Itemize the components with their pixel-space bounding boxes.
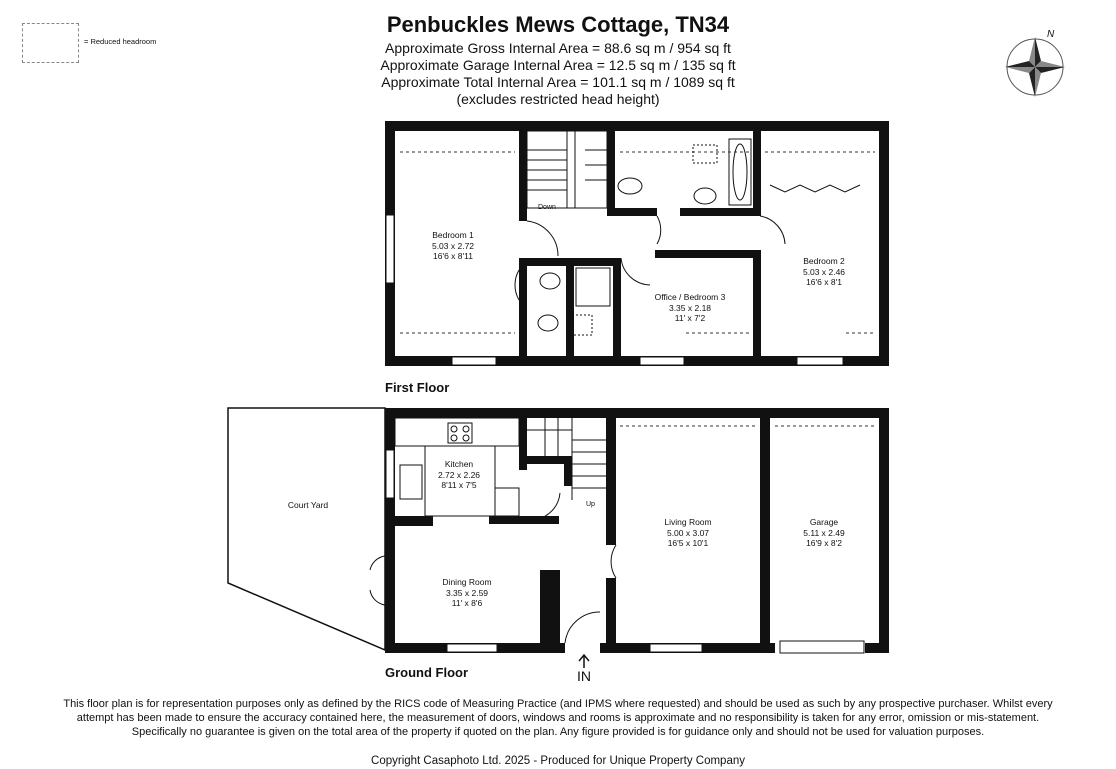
- room-imperial: 16'6 x 8'1: [806, 277, 842, 287]
- ground-floor-label: Ground Floor: [385, 665, 469, 680]
- room-metric: 2.72 x 2.26: [437, 469, 481, 480]
- room-name: Dining Room: [442, 577, 492, 587]
- room-name: Kitchen: [444, 459, 474, 469]
- entrance-label: IN: [577, 668, 591, 684]
- room-name: Living Room: [664, 517, 712, 527]
- entrance-arrow-icon: [578, 653, 590, 668]
- headroom-note: (excludes restricted head height): [456, 91, 660, 107]
- room-name: Bedroom 2: [803, 256, 845, 266]
- room-office-bedroom-3: Office / Bedroom 3 3.35 x 2.18 11' x 7'2: [655, 292, 726, 324]
- stair-up-label: Up: [586, 501, 595, 508]
- room-name: Garage: [809, 517, 839, 527]
- room-court-yard: Court Yard: [288, 500, 328, 511]
- room-imperial: 16'9 x 8'2: [806, 538, 842, 548]
- first-floor-label: First Floor: [385, 380, 450, 395]
- stair-down-label: Down: [538, 204, 556, 211]
- room-name: Bedroom 1: [432, 230, 474, 240]
- room-kitchen: Kitchen 2.72 x 2.26 8'11 x 7'5: [438, 459, 480, 491]
- room-name: Office / Bedroom 3: [654, 292, 726, 302]
- room-metric: 5.03 x 2.72: [431, 240, 475, 251]
- room-metric: 3.35 x 2.18: [668, 302, 712, 313]
- room-name: Court Yard: [287, 500, 329, 510]
- room-imperial: 8'11 x 7'5: [441, 480, 477, 490]
- reduced-headroom-swatch: [22, 23, 79, 63]
- room-imperial: 16'6 x 8'11: [433, 251, 473, 261]
- room-imperial: 11' x 8'6: [451, 598, 483, 608]
- room-metric: 3.35 x 2.59: [445, 587, 489, 598]
- room-metric: 5.03 x 2.46: [802, 266, 846, 277]
- compass-icon: [1005, 37, 1065, 97]
- room-bedroom-1: Bedroom 1 5.03 x 2.72 16'6 x 8'11: [432, 230, 474, 262]
- room-metric: 5.00 x 3.07: [666, 527, 710, 538]
- room-garage: Garage 5.11 x 2.49 16'9 x 8'2: [803, 517, 844, 549]
- room-metric: 5.11 x 2.49: [803, 527, 845, 538]
- disclaimer-text: This floor plan is for representation pu…: [63, 698, 1053, 738]
- room-bedroom-2: Bedroom 2 5.03 x 2.46 16'6 x 8'1: [803, 256, 845, 288]
- first-floor-plan: [385, 121, 889, 366]
- total-area-line: Approximate Total Internal Area = 101.1 …: [381, 74, 735, 90]
- ground-floor-plan: [227, 407, 889, 668]
- room-living-room: Living Room 5.00 x 3.07 16'5 x 10'1: [664, 517, 711, 549]
- room-imperial: 11' x 7'2: [674, 313, 706, 323]
- garage-area-line: Approximate Garage Internal Area = 12.5 …: [380, 57, 736, 73]
- legend-label: = Reduced headroom: [84, 37, 157, 46]
- room-dining-room: Dining Room 3.35 x 2.59 11' x 8'6: [442, 577, 491, 609]
- compass-north-label: N: [1047, 29, 1055, 40]
- plan-title: Penbuckles Mews Cottage, TN34: [386, 12, 730, 37]
- gross-area-line: Approximate Gross Internal Area = 88.6 s…: [385, 40, 731, 56]
- copyright-text: Copyright Casaphoto Ltd. 2025 - Produced…: [371, 755, 745, 767]
- room-imperial: 16'5 x 10'1: [667, 538, 709, 548]
